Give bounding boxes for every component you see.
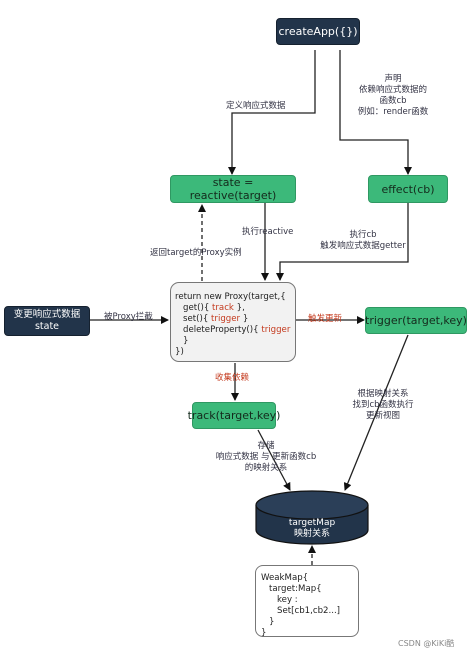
reactive-node: state = reactive(target): [170, 175, 296, 203]
track-label: track(target,key): [187, 409, 281, 422]
effect-node: effect(cb): [368, 175, 448, 203]
arrow-createapp-to-effect: [339, 50, 412, 175]
arrow-effect-to-proxy: [276, 203, 409, 281]
proxy-set-trigger: trigger: [211, 314, 241, 324]
watermark-text: CSDN @KiKi酷: [398, 639, 455, 648]
label-exec-cb: 执行cb 触发响应式数据getter: [320, 230, 406, 251]
proxy-line-close: }): [175, 347, 184, 357]
proxy-line-get: get(){ track },: [183, 303, 245, 313]
targetmap-label-1: targetMap: [288, 518, 336, 528]
label-declare-cb: 声明 依赖响应式数据的 函数cb 例如：render函数: [357, 74, 429, 117]
label-trigger-update: 触发更新: [308, 314, 343, 324]
targetmap-cylinder: [255, 490, 369, 545]
arrow-track-to-targetmap: [257, 429, 291, 491]
targetmap-label-2: 映射关系: [293, 529, 330, 539]
label-proxy-intercept: 被Proxy拦截: [104, 312, 153, 322]
label-by-mapping: 根据映射关系 找到cb函数执行 更新视图: [352, 389, 414, 421]
label-collect-deps: 收集依赖: [215, 373, 250, 383]
trigger-label: trigger(target,key): [365, 314, 467, 327]
track-node: track(target,key): [188, 402, 280, 429]
create-app-label: createApp({}): [278, 25, 358, 38]
weakmap-line-3: key : Set[cb1,cb2...]: [277, 595, 341, 616]
proxy-get-track: track: [212, 303, 234, 313]
proxy-line-set: set(){ trigger }: [183, 314, 249, 324]
change-state-label-1: 变更响应式数据: [13, 309, 81, 320]
label-define-reactive: 定义响应式数据: [226, 101, 286, 111]
weakmap-code-box: WeakMap{ target:Map{ key : Set[cb1,cb2..…: [255, 565, 359, 638]
weakmap-line-1: WeakMap{: [261, 573, 309, 583]
label-exec-reactive: 执行reactive: [242, 227, 294, 237]
reactive-label: state = reactive(target): [189, 176, 277, 202]
label-return-proxy: 返回target的Proxy实例: [150, 248, 242, 258]
weakmap-line-5: }: [261, 628, 267, 638]
proxy-delete-trigger: trigger: [261, 325, 291, 335]
weakmap-line-2: target:Map{: [269, 584, 322, 594]
arrow-createapp-to-reactive: [228, 50, 316, 175]
proxy-code-box: return new Proxy(target,{ get(){ track }…: [170, 282, 296, 362]
trigger-node: trigger(target,key): [365, 307, 467, 334]
proxy-line-return: return new Proxy(target,{: [175, 292, 286, 302]
change-state-label-2: state: [34, 321, 60, 332]
weakmap-line-4: }: [269, 617, 275, 627]
create-app-node: createApp({}): [276, 18, 360, 45]
proxy-line-delete: deleteProperty(){ trigger }: [183, 325, 291, 346]
targetmap-text: targetMap 映射关系: [256, 518, 368, 540]
effect-label: effect(cb): [381, 182, 435, 196]
change-state-node: 变更响应式数据 state: [4, 306, 90, 336]
arrow-trigger-to-targetmap: [343, 334, 409, 491]
label-store-mapping: 存储 响应式数据 与 更新函数cb 的映射关系: [215, 441, 317, 473]
